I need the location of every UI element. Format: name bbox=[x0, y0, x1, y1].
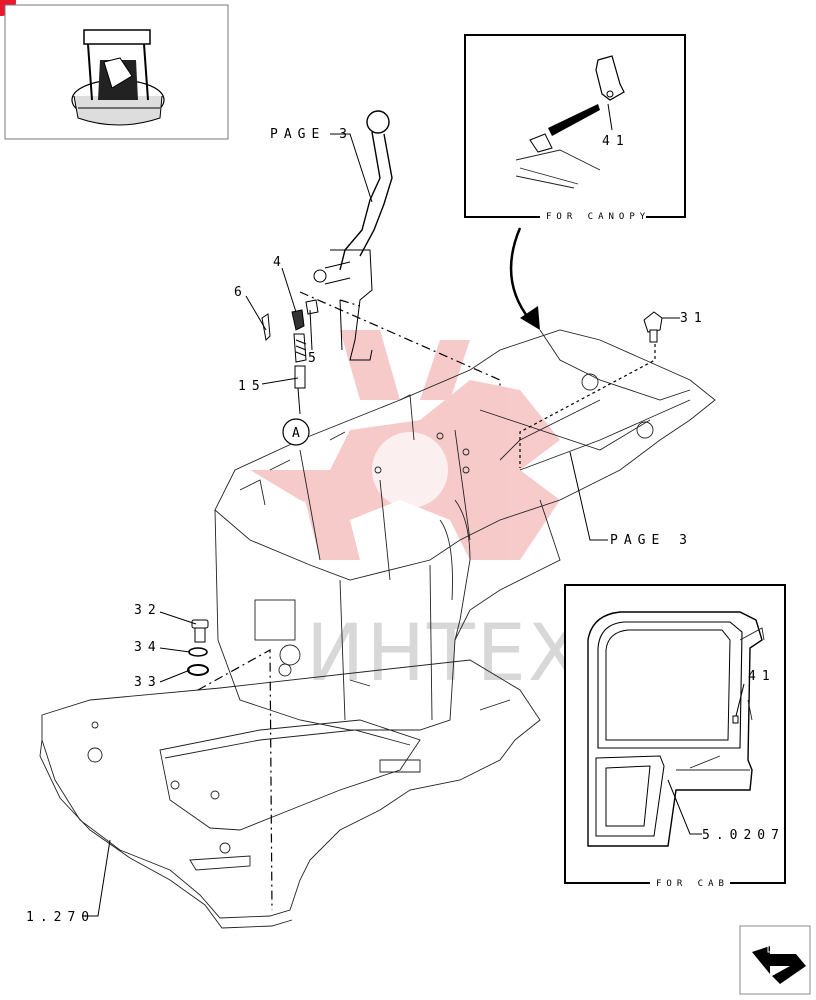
control-lever bbox=[313, 110, 393, 361]
machine-thumbnail[interactable] bbox=[4, 4, 229, 140]
label-part-33: 33 bbox=[134, 675, 162, 690]
label-part-41-canopy: 41 bbox=[602, 134, 630, 149]
leader-lines bbox=[82, 133, 680, 917]
detail-marker bbox=[282, 418, 310, 446]
label-part-31: 31 bbox=[680, 311, 708, 326]
watermark-text: ИНТЕХ bbox=[306, 609, 583, 699]
cab-inset: 41 5.0207 FOR CAB bbox=[564, 584, 786, 889]
label-part-5: 5 bbox=[308, 351, 322, 366]
machine-thumbnail-icon bbox=[71, 29, 165, 126]
label-part-32: 32 bbox=[134, 603, 162, 618]
label-part-34: 34 bbox=[134, 640, 162, 655]
label-part-41-cab: 41 bbox=[748, 669, 776, 684]
nav-return-button[interactable] bbox=[739, 925, 811, 995]
label-page-top: PAGE 3 bbox=[270, 127, 353, 142]
main-frame bbox=[214, 329, 716, 731]
linkage-parts bbox=[261, 299, 319, 446]
label-ref-50207: 5.0207 bbox=[702, 828, 785, 843]
canopy-caption: FOR CANOPY bbox=[546, 212, 650, 222]
label-part-4: 4 bbox=[273, 255, 287, 270]
label-detail-a: A bbox=[292, 426, 300, 441]
label-page-mid: PAGE 3 bbox=[610, 533, 693, 548]
assembly-lines bbox=[197, 291, 656, 911]
label-part-6: 6 bbox=[234, 285, 248, 300]
return-arrow-icon bbox=[749, 943, 806, 984]
floor-plate bbox=[39, 659, 541, 929]
cab-caption: FOR CAB bbox=[656, 879, 729, 889]
watermark-logo bbox=[250, 330, 560, 560]
canopy-inset: 41 FOR CANOPY bbox=[464, 34, 686, 222]
canopy-arrow bbox=[509, 227, 540, 330]
label-ref-1270: 1.270 bbox=[26, 910, 95, 925]
label-part-15: 15 bbox=[238, 379, 266, 394]
fasteners bbox=[187, 311, 663, 676]
